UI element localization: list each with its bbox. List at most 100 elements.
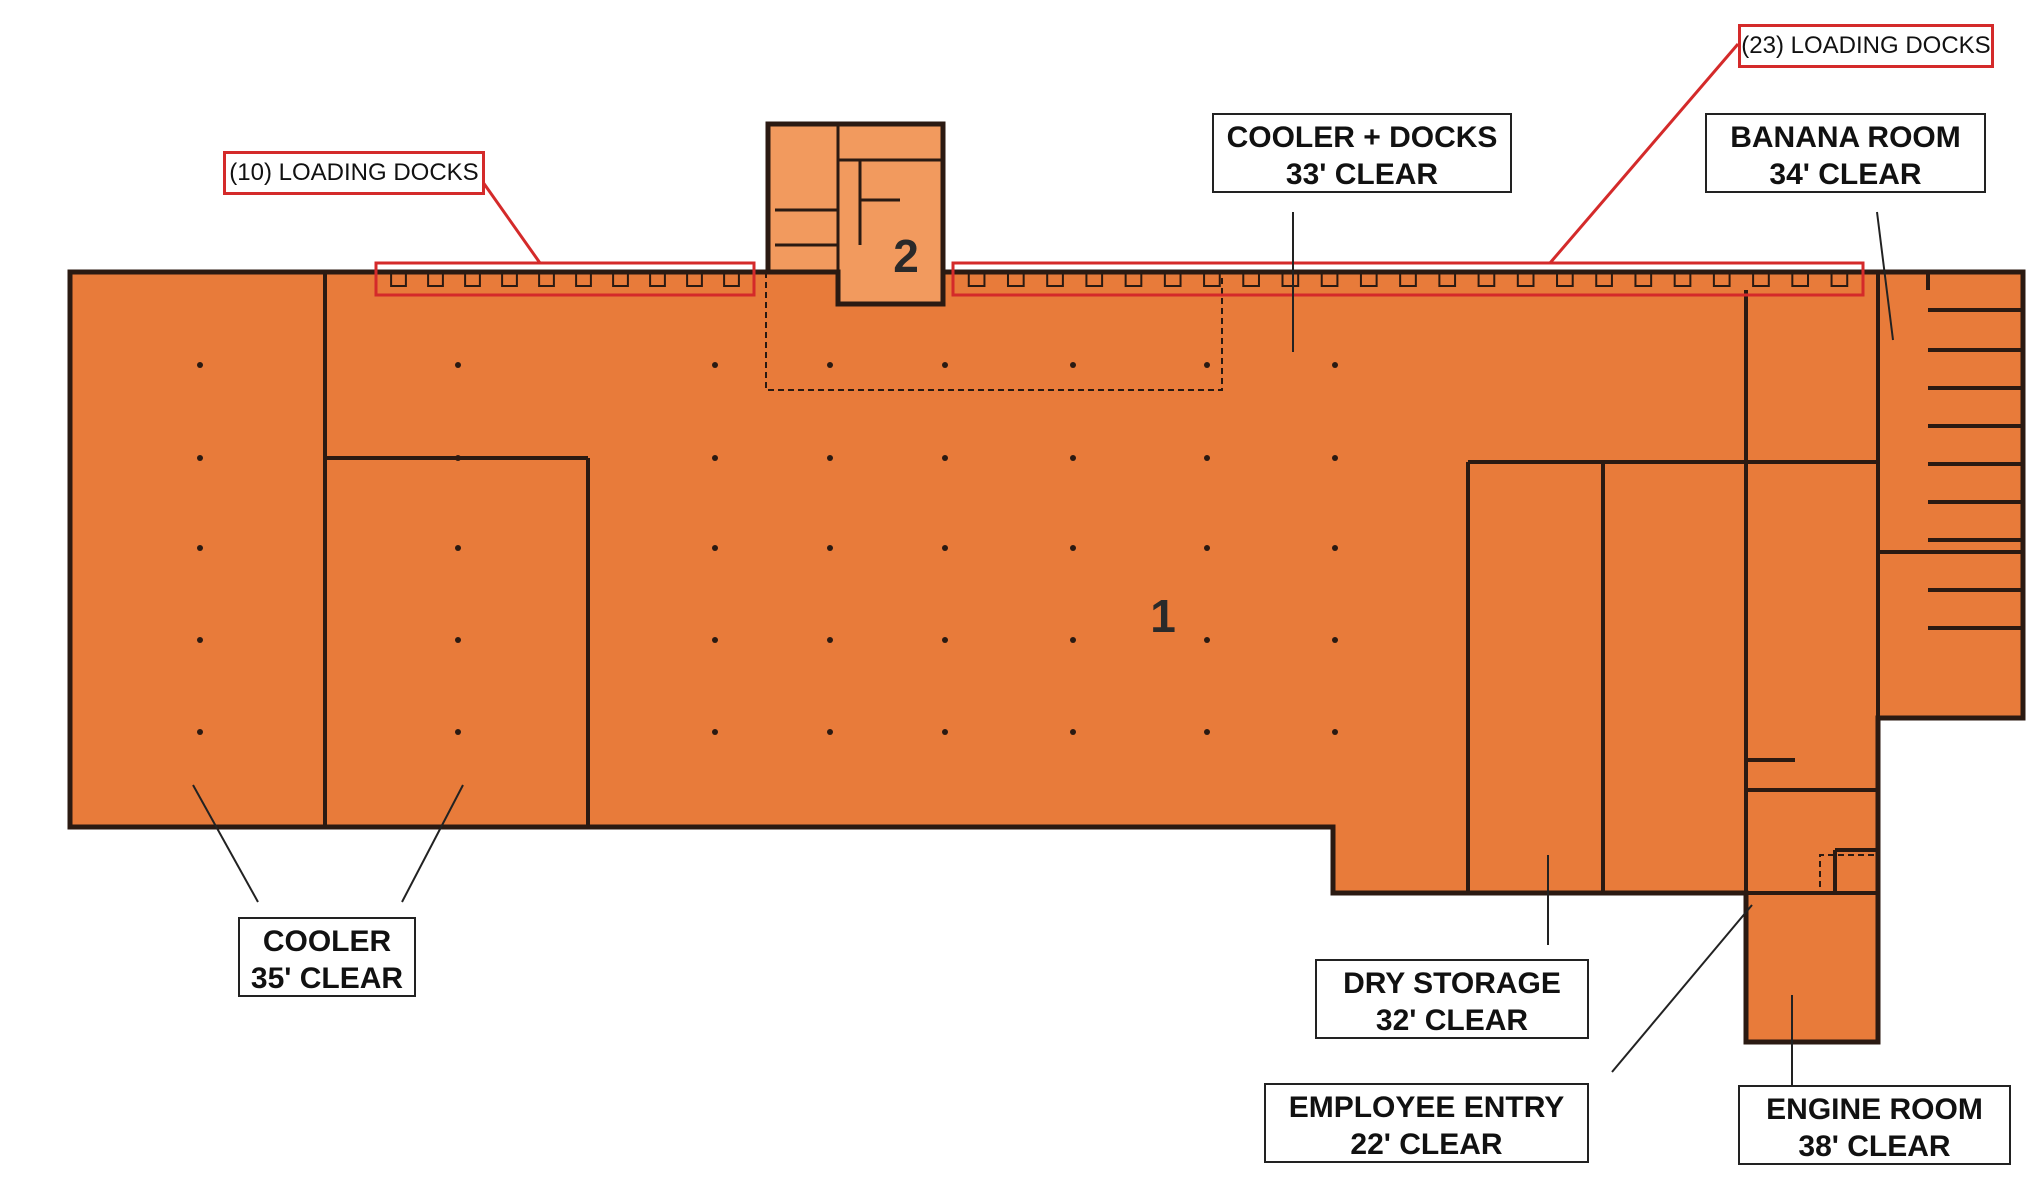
dock-door [1124,271,1143,287]
dock-door [1830,271,1849,287]
engine-room-label-line2: 38' CLEAR [1798,1130,1951,1163]
column-dot [827,637,833,643]
column-dot [827,545,833,551]
dock-door [1712,271,1731,287]
dock-door [1085,271,1104,287]
dock-door [575,271,592,287]
interior-walls [323,272,2023,895]
column-dot [712,455,718,461]
column-dot [1204,455,1210,461]
column-dot [827,729,833,735]
west-docks-outline [374,261,756,297]
west-docks-label: (10) LOADING DOCKS [223,151,485,195]
column-dot [1332,637,1338,643]
employee-entry-label-line1: EMPLOYEE ENTRY [1288,1091,1565,1124]
column-dot [942,729,948,735]
column-dot [1070,455,1076,461]
column-dot [455,455,461,461]
cooler-docks-label-line1: COOLER + DOCKS [1226,121,1498,154]
banana-room-label-line2: 34' CLEAR [1769,158,1922,191]
column-dot [1204,545,1210,551]
cooler-label-line2: 35' CLEAR [250,962,404,995]
unit-number-1: 1 [1150,590,1176,642]
dock-door [723,271,740,287]
column-dot [712,637,718,643]
dock-door [1281,271,1300,287]
column-dot [1332,455,1338,461]
column-dot [1070,729,1076,735]
engine-room-label-line1: ENGINE ROOM [1766,1093,1983,1126]
dashed-outlines [765,272,1878,894]
column-dot [1204,637,1210,643]
column-dot [1332,362,1338,368]
column-dot [197,362,203,368]
column-dot [1070,637,1076,643]
dock-door [1516,271,1535,287]
dock-door [1163,271,1182,287]
north-docks-outline [951,261,1865,297]
dock-door [501,271,518,287]
column-dot [942,545,948,551]
dock-door [612,271,629,287]
cooler-docks-label: COOLER + DOCKS 33' CLEAR [1212,113,1512,193]
column-dot [455,545,461,551]
column-dot [827,362,833,368]
column-dot [455,637,461,643]
dock-door [649,271,666,287]
dock-door [1006,271,1025,287]
west-docks-label-text: (10) LOADING DOCKS [229,159,479,186]
engine-room-label: ENGINE ROOM 38' CLEAR [1738,1085,2011,1165]
column-dot [712,545,718,551]
unit-number-2: 2 [893,230,919,282]
employee-entry-label: EMPLOYEE ENTRY 22' CLEAR [1264,1083,1589,1163]
column-dot [197,637,203,643]
column-dot [712,362,718,368]
column-dot [197,545,203,551]
column-dot [942,362,948,368]
employee-entry-label-line2: 22' CLEAR [1350,1128,1503,1161]
column-dot [455,362,461,368]
dock-door [1320,271,1339,287]
dock-door [1242,271,1260,287]
label-leader-lines [192,211,1894,1092]
column-dot [1332,729,1338,735]
dock-door [1752,271,1770,287]
dock-door [390,271,407,287]
column-dot [1204,729,1210,735]
column-dot [1204,362,1210,368]
cooler-docks-label-line2: 33' CLEAR [1285,158,1439,191]
column-dot [712,729,718,735]
dry-storage-label-line1: DRY STORAGE [1343,967,1561,1000]
column-dot [197,455,203,461]
banana-room-label: BANANA ROOM 34' CLEAR [1705,113,1986,193]
dock-doors [390,271,1849,287]
dock-door [1556,271,1574,287]
column-dot [1070,545,1076,551]
dock-leader-lines [478,43,1740,264]
dock-door [967,271,986,287]
office-interior [775,124,943,304]
dock-door [1203,271,1221,287]
dock-door [1359,271,1378,287]
cooler-label: COOLER 35' CLEAR [238,917,416,997]
dry-storage-label-line2: 32' CLEAR [1375,1004,1529,1037]
dock-door [1791,271,1810,287]
north-docks-label-text: (23) LOADING DOCKS [1741,32,1991,59]
cooler-label-line1: COOLER [262,925,392,958]
dock-door [1595,271,1613,287]
dock-door [427,271,444,287]
dock-door [1477,271,1496,287]
column-dot [1332,545,1338,551]
dry-storage-label: DRY STORAGE 32' CLEAR [1315,959,1589,1039]
structural-columns [197,362,1338,735]
column-dot [455,729,461,735]
dock-door [1634,271,1653,287]
dock-door [1399,271,1417,287]
column-dot [197,729,203,735]
north-docks-label: (23) LOADING DOCKS [1738,24,1994,68]
dock-door [1438,271,1457,287]
column-dot [827,455,833,461]
column-dot [1070,362,1076,368]
column-dot [942,455,948,461]
